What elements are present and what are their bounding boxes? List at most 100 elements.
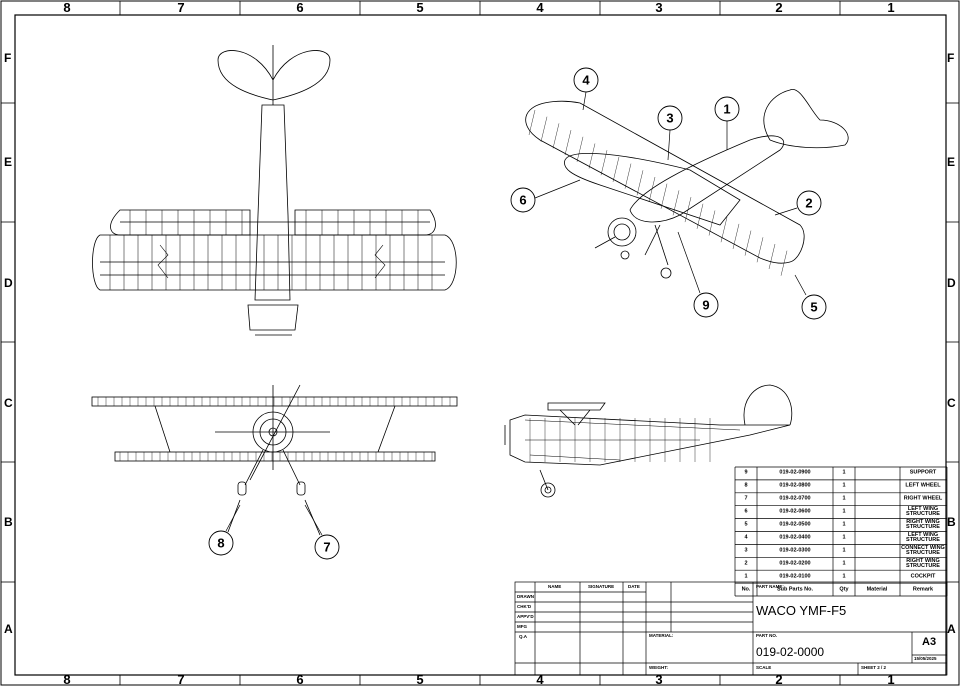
bom-cell-no: 8 [744, 482, 748, 489]
callout-balloon [510, 187, 536, 213]
inner-frame [14, 14, 947, 676]
bom-cell-part: 019-02-0700 [779, 495, 811, 502]
bom-cell-qty: 1 [842, 521, 846, 528]
bom-cell-qty: 1 [842, 572, 846, 579]
top-view [92, 45, 457, 336]
bom-cell-no: 3 [744, 547, 748, 554]
role-approved: APPV'D [517, 614, 534, 619]
zone-row-label: F [947, 51, 955, 65]
zone-column-label: 7 [177, 672, 185, 686]
callout-balloon [657, 105, 683, 131]
zone-row-label: B [947, 515, 956, 529]
zone-column-label: 1 [887, 0, 895, 15]
bom-cell-no: 4 [744, 534, 748, 541]
bom-cell-remark: RIGHT WHEEL [903, 495, 943, 502]
callout-balloon-label: 3 [666, 110, 674, 126]
bom-cell-qty: 1 [842, 495, 846, 502]
bom-cell-remark: LEFT WHEEL [905, 482, 941, 489]
zone-row-label: E [4, 155, 13, 169]
sheet-number: SHEET 2 / 2 [861, 665, 887, 670]
bom-cell-part: 019-02-0800 [779, 482, 811, 489]
zone-column-label: 2 [775, 0, 783, 15]
part-name-label: PART NAME: [756, 584, 784, 589]
zone-column-label: 4 [536, 0, 544, 15]
zone-row-label: C [4, 396, 13, 410]
zone-row-label: C [947, 396, 956, 410]
zone-column-label: 6 [296, 0, 304, 15]
callout-balloon-label: 6 [519, 192, 527, 208]
zone-column-label: 3 [655, 672, 663, 686]
bom-header-material: Material [866, 585, 888, 592]
bom-cell-part: 019-02-0400 [779, 534, 811, 541]
callout-balloon-label: 9 [702, 297, 710, 313]
bom-header-no: No. [741, 585, 751, 592]
bom-header-sub_parts_no: Sub Parts No. [776, 585, 814, 592]
zone-row-label: E [947, 155, 956, 169]
callout-balloon-label: 1 [723, 101, 731, 117]
bom-cell-remark: RIGHT WING STRUCTURE [906, 518, 940, 531]
zone-row-label: F [4, 51, 12, 65]
zone-column-label: 8 [63, 0, 71, 15]
callout-balloon [796, 190, 822, 216]
role-checked: CHK'D [517, 604, 532, 609]
leader-lines [225, 91, 807, 536]
zone-row-label: B [4, 515, 13, 529]
bom-cell-qty: 1 [842, 560, 846, 566]
zone-column-label: 3 [655, 0, 663, 15]
scale-label: SCALE [756, 665, 772, 670]
bom-cell-no: 5 [744, 521, 748, 528]
bom-cell-no: 2 [744, 560, 748, 566]
bom-header-qty: Qty [839, 585, 849, 592]
sheet-size: A3 [922, 636, 937, 648]
callout-balloon-label: 5 [810, 299, 818, 315]
callout-balloon [208, 530, 234, 556]
part-no-label: PART NO. [756, 633, 778, 638]
drawing-date: 15/05/2025 [914, 656, 937, 661]
bom-cell-part: 019-02-0300 [779, 547, 811, 554]
zone-column-label: 7 [177, 0, 185, 15]
bom-cell-qty: 1 [842, 547, 846, 554]
callout-balloon [314, 534, 340, 560]
callout-balloon-label: 8 [217, 535, 225, 551]
header-date: DATE [628, 584, 640, 589]
bom-cell-qty: 1 [842, 469, 846, 476]
bom-cell-part: 019-02-0500 [779, 521, 811, 528]
bom-cell-no: 1 [744, 572, 748, 579]
bom-cell-remark: CONNECT WING STRUCTURE [901, 544, 945, 556]
zone-column-label: 6 [296, 672, 304, 686]
side-view [504, 384, 793, 498]
zone-column-label: 5 [416, 672, 424, 686]
header-signature: SIGNATURE [588, 584, 615, 589]
title-block-lines [514, 581, 948, 676]
bom-cell-remark: RIGHT WING STRUCTURE [906, 557, 940, 569]
header-name: NAME [548, 584, 562, 589]
bom-cell-part: 019-02-0100 [779, 572, 811, 579]
bom-cell-remark: LEFT WING STRUCTURE [906, 531, 940, 543]
zone-column-label: 5 [416, 0, 424, 15]
zone-row-label: A [947, 622, 956, 636]
zone-row-label: D [4, 276, 13, 290]
zone-column-label: 1 [887, 672, 895, 686]
bom-cell-remark: SUPPORT [909, 469, 937, 476]
role-mfg: MFG [517, 624, 527, 629]
bom-cell-no: 7 [744, 495, 748, 502]
bom-header-remark: Remark [912, 585, 934, 592]
zone-row-label: D [947, 276, 956, 290]
part-name: WACO YMF-F5 [756, 603, 847, 618]
bom-cell-no: 9 [744, 469, 748, 476]
zone-column-label: 2 [775, 672, 783, 686]
isometric-view [525, 89, 849, 279]
callout-balloon [573, 67, 599, 93]
callout-balloon-label: 4 [582, 72, 590, 88]
front-view [91, 384, 458, 536]
zone-column-label: 4 [536, 672, 544, 686]
callout-balloon-label: 2 [805, 195, 813, 211]
role-qa: Q.A [519, 634, 528, 639]
part-no: 019-02-0000 [756, 645, 825, 659]
role-drawn: DRAWN [517, 594, 534, 599]
bom-cell-no: 6 [744, 508, 748, 515]
